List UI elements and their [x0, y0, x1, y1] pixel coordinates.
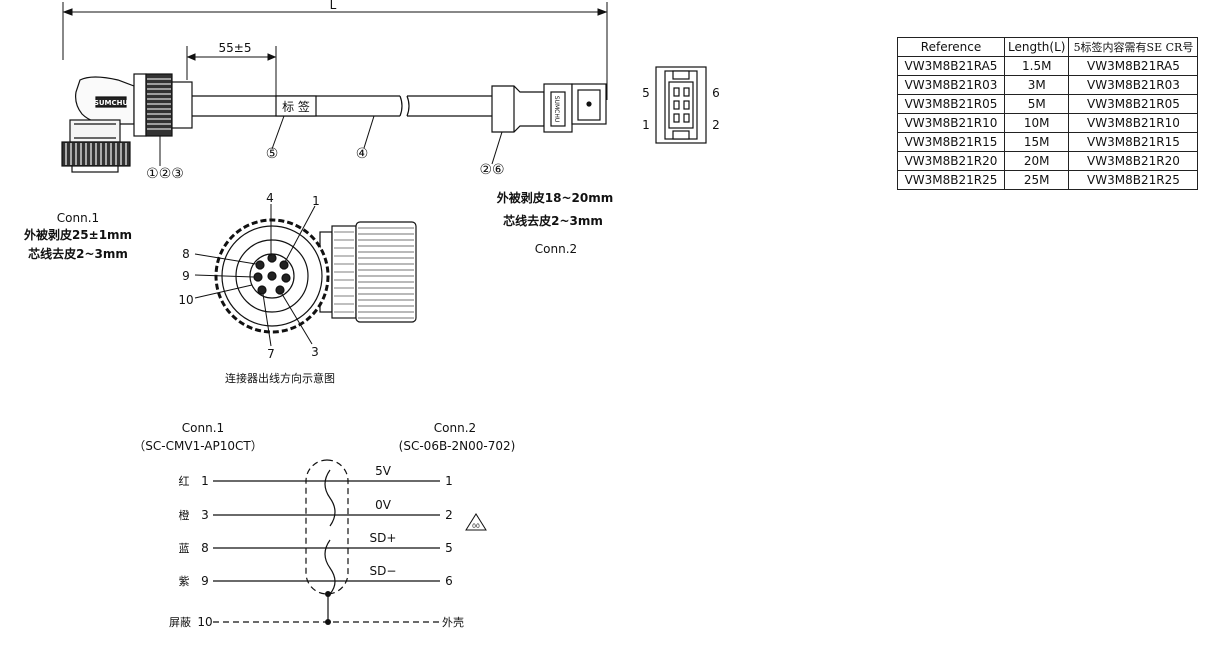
conn2-face-pin-1: 1 — [642, 118, 650, 132]
wire-pin-left: 1 — [201, 474, 209, 488]
wire-pin-right: 2 — [445, 508, 453, 522]
conn2-face-pin-6: 6 — [712, 86, 720, 100]
cell-label: VW3M8B21R15 — [1068, 132, 1199, 152]
part-leaders — [159, 115, 503, 166]
conn1-face-view — [194, 204, 417, 347]
wire-pin-right: 6 — [445, 574, 453, 588]
cell-reference: VW3M8B21R10 — [897, 113, 1005, 133]
wire-pin-left: 3 — [201, 508, 209, 522]
cell-reference: VW3M8B21R15 — [897, 132, 1005, 152]
cell-reference: VW3M8B21R05 — [897, 94, 1005, 114]
conn1-face-pin-9: 9 — [182, 269, 190, 283]
conn1-outer-strip: 外被剥皮25±1mm — [24, 227, 132, 242]
conn1-part-callout: ①②③ — [146, 166, 184, 182]
wire-pin-right: 1 — [445, 474, 453, 488]
wire-color: 蓝 — [179, 542, 190, 555]
conn1-face-pin-7: 7 — [267, 347, 275, 361]
length-label: L — [330, 0, 337, 12]
wire-color: 橙 — [179, 508, 190, 522]
shield-junction — [325, 591, 331, 597]
cell-label: VW3M8B21R20 — [1068, 151, 1199, 171]
wiring-conn2-title: Conn.2 — [434, 421, 476, 435]
header-reference: Reference — [897, 37, 1005, 57]
cable — [192, 95, 492, 117]
cell-label: VW3M8B21R25 — [1068, 170, 1199, 190]
revision-marker-text: 00 — [472, 523, 480, 530]
cell-label: VW3M8B21R05 — [1068, 94, 1199, 114]
conn2-part-callout: ②⑥ — [479, 162, 504, 178]
wire-signal: 0V — [375, 498, 392, 512]
svg-text:SUMCHU: SUMCHU — [553, 96, 560, 122]
length-dimension — [62, 2, 608, 100]
cell-length: 10M — [1003, 113, 1070, 133]
conn2-outer-strip: 外被剥皮18~20mm — [497, 190, 613, 205]
cell-length: 5M — [1003, 94, 1070, 114]
cell-length: 25M — [1003, 170, 1070, 190]
conn2-face-pin-2: 2 — [712, 118, 720, 132]
conn2-notes-name: Conn.2 — [535, 242, 577, 256]
shield-outline — [305, 459, 349, 595]
cell-reference: VW3M8B21R20 — [897, 151, 1005, 171]
wire-signal: SD+ — [370, 531, 397, 545]
conn1-side-view: SUMCHU — [61, 73, 193, 173]
strip-dimension-label: 55±5 — [219, 41, 252, 55]
cell-length: 15M — [1003, 132, 1070, 152]
header-length: Length(L) — [1003, 37, 1070, 57]
cable-part-callout: ④ — [356, 146, 369, 162]
conn2-front-face — [655, 66, 707, 144]
cell-label: VW3M8B21RA5 — [1068, 56, 1199, 76]
shield-label: 屏蔽 — [169, 616, 191, 629]
wire-signal: SD− — [370, 564, 397, 578]
cell-length: 1.5M — [1003, 56, 1070, 76]
cell-reference: VW3M8B21R03 — [897, 75, 1005, 95]
cell-label: VW3M8B21R03 — [1068, 75, 1199, 95]
header-label-content: 5标签内容需有SE CR号 — [1068, 37, 1199, 57]
wire-pin-left: 8 — [201, 541, 209, 555]
wire-color: 紫 — [179, 575, 190, 588]
wire-pin-left: 9 — [201, 574, 209, 588]
cell-length: 3M — [1003, 75, 1070, 95]
wire-signal: 5V — [375, 464, 392, 478]
table-header-row: Reference Length(L) 5标签内容需有SE CR号 — [897, 37, 1199, 57]
conn2-core-strip: 芯线去皮2~3mm — [503, 213, 603, 228]
conn1-face-pin-3: 3 — [311, 345, 319, 359]
conn1-notes-name: Conn.1 — [57, 211, 99, 225]
wire-color: 红 — [179, 475, 190, 488]
brand-mark: SUMCHU — [94, 99, 129, 107]
twisted-pairs — [324, 469, 336, 622]
conn2-side-view: SUMCHU — [491, 83, 607, 133]
wire-pin-right: 5 — [445, 541, 453, 555]
conn2-face-pin-5: 5 — [642, 86, 650, 100]
conn1-face-pin-10: 10 — [178, 293, 193, 307]
wiring-conn2-part: (SC-06B-2N00-702) — [399, 439, 516, 453]
conn1-face-pin-1: 1 — [312, 194, 320, 208]
wiring-conn1-part: （SC-CMV1-AP10CT） — [133, 439, 262, 453]
conn1-face-pin-4: 4 — [266, 191, 274, 205]
cell-label: VW3M8B21R10 — [1068, 113, 1199, 133]
face-view-caption: 连接器出线方向示意图 — [225, 371, 335, 385]
wiring-conn1-title: Conn.1 — [182, 421, 224, 435]
cell-reference: VW3M8B21R25 — [897, 170, 1005, 190]
reference-table: Reference Length(L) 5标签内容需有SE CR号 VW3M8B… — [897, 37, 1199, 190]
conn1-core-strip: 芯线去皮2~3mm — [28, 246, 128, 261]
strip-dimension — [186, 46, 277, 98]
label-part-callout: ⑤ — [266, 146, 279, 162]
revision-marker: 00 — [465, 513, 487, 531]
cell-length: 20M — [1003, 151, 1070, 171]
shield-pin-right: 外壳 — [442, 615, 464, 629]
conn1-face-pin-8: 8 — [182, 247, 190, 261]
cell-reference: VW3M8B21RA5 — [897, 56, 1005, 76]
cable-label-tag: 标 签 — [282, 99, 310, 114]
shield-pin-left: 10 — [197, 615, 212, 629]
